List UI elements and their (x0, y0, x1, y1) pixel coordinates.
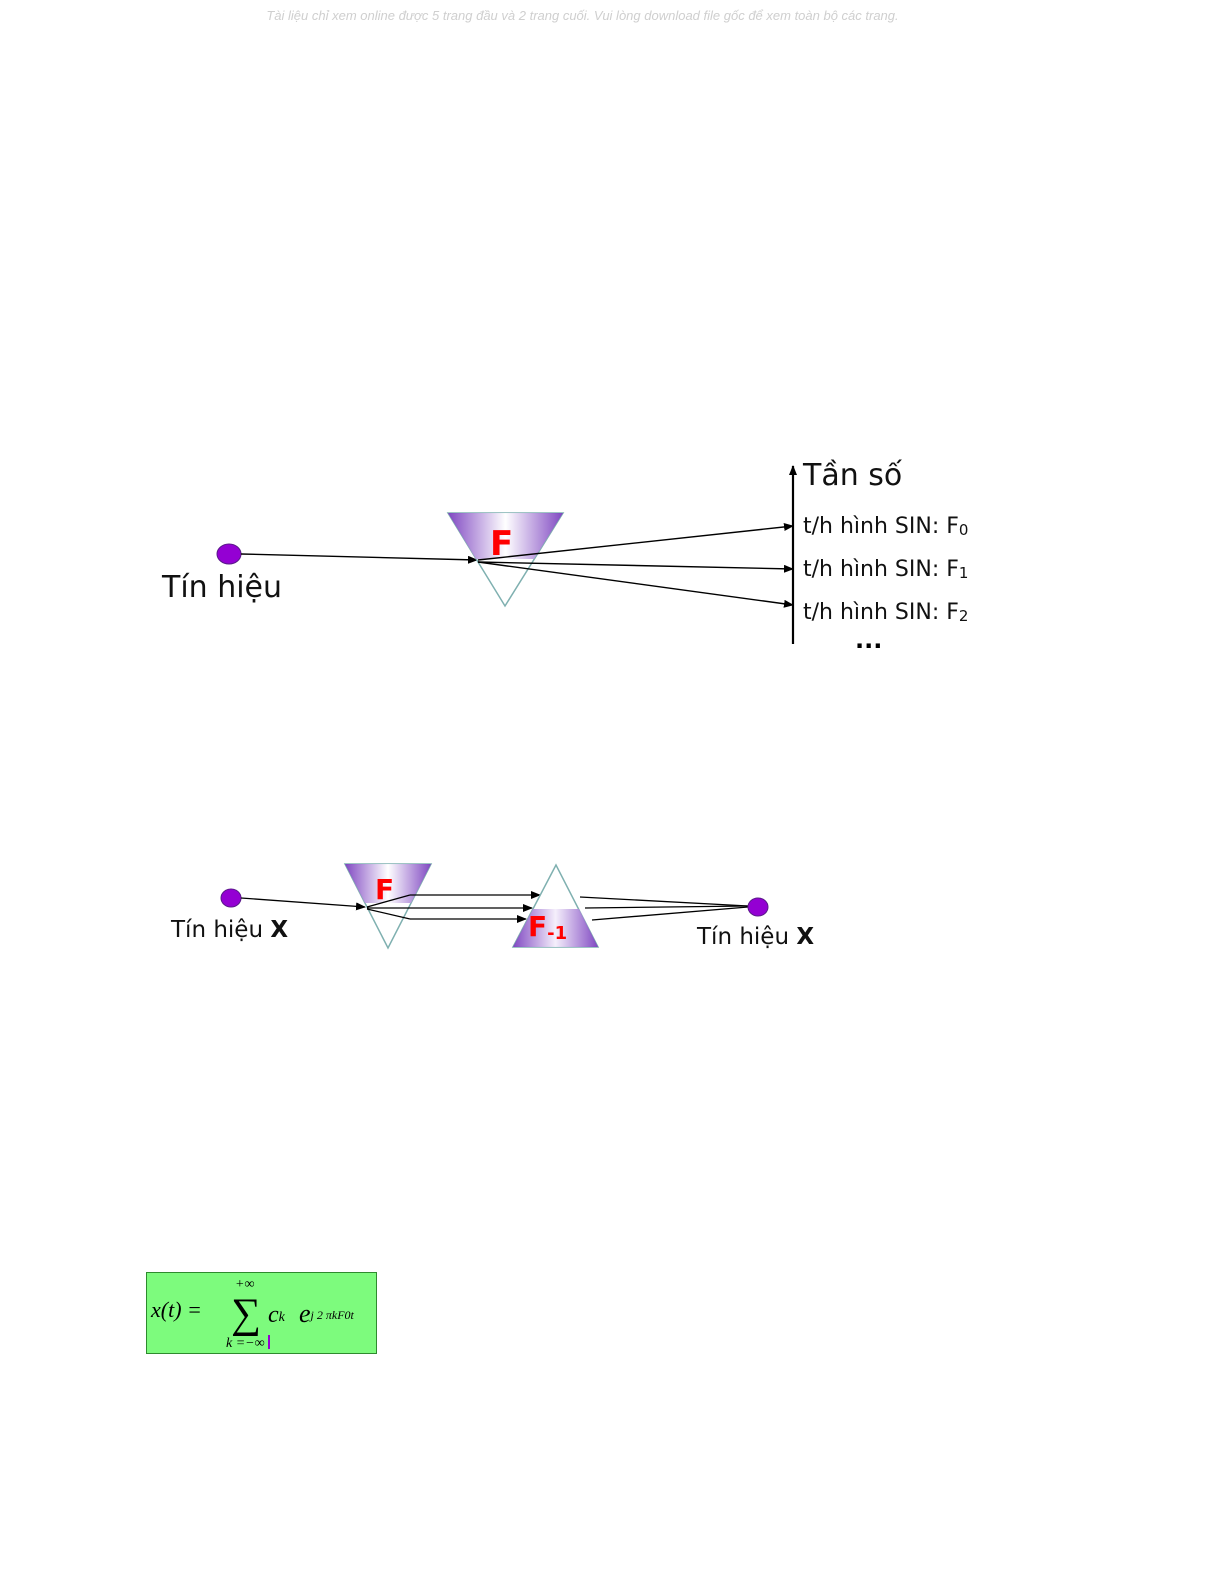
merge-arrow-2 (585, 906, 748, 908)
signal-x-output-label: Tín hiệu X (696, 924, 814, 950)
formula-coefficient: ck (268, 1302, 286, 1328)
signal-x-input-node (221, 889, 241, 907)
signal-x-output-node (748, 898, 768, 916)
formula-exponential: ej 2 πkF0t (299, 1299, 355, 1328)
fourier-series-formula: x(t) = +∞ ∑ k =−∞ ck ej 2 πkF0t (146, 1272, 377, 1354)
output-label-f0: t/h hình SIN: F0 (803, 514, 968, 539)
output-label-f1: t/h hình SIN: F1 (803, 557, 968, 582)
forward-prism-label: F (375, 873, 394, 906)
output-label-f2: t/h hình SIN: F2 (803, 600, 968, 625)
frequency-axis-label: Tần số (802, 458, 903, 493)
formula-upper-limit: +∞ (235, 1277, 254, 1292)
signal-source-node (217, 544, 241, 564)
formula-lower-limit: k =−∞ (226, 1336, 265, 1351)
signal-source-label: Tín hiệu (161, 570, 282, 605)
input-arrow (241, 554, 477, 560)
merge-arrow-1 (580, 897, 748, 906)
formula-sigma: ∑ (231, 1291, 261, 1337)
output-ellipsis: ... (855, 626, 882, 654)
formula-lhs: x(t) = (150, 1297, 202, 1322)
signal-x-input-label: Tín hiệu X (170, 917, 288, 943)
merge-arrow-3 (592, 907, 748, 920)
forward-input-arrow (241, 898, 365, 907)
